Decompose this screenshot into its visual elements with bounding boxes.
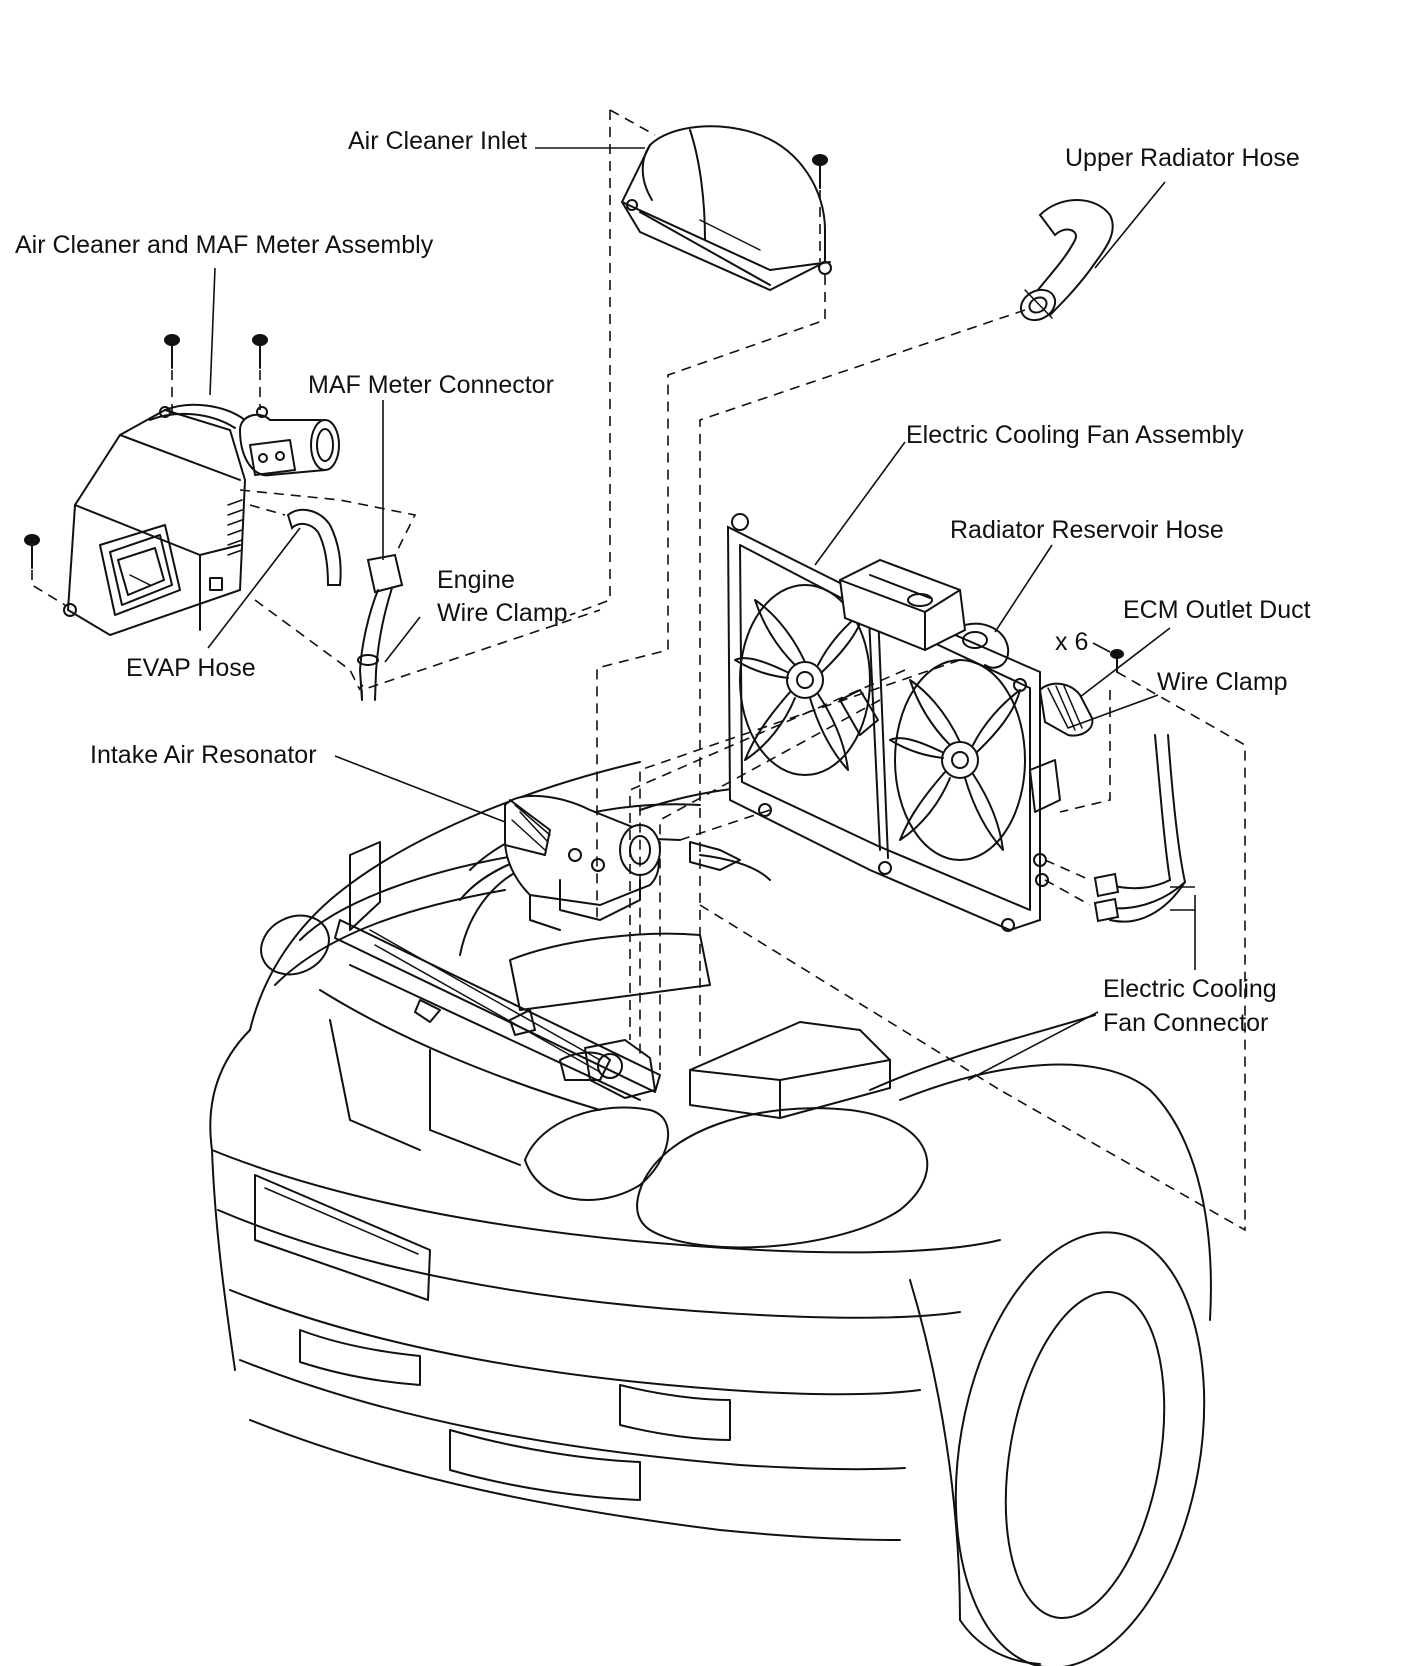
car-front-body: [209, 761, 1212, 1666]
maf-connector-harness-part: [357, 553, 404, 701]
bolt-icon: [24, 534, 40, 569]
label-maf-meter-connector: MAF Meter Connector: [308, 371, 554, 399]
bolt-icon: [812, 154, 828, 189]
label-upper-radiator-hose: Upper Radiator Hose: [1065, 144, 1300, 172]
label-air-cleaner-inlet: Air Cleaner Inlet: [348, 127, 527, 155]
air-cleaner-maf-assembly-part: [63, 403, 340, 637]
air-cleaner-inlet-part: [620, 125, 832, 292]
label-wire-clamp: Wire Clamp: [1157, 668, 1288, 696]
label-air-cleaner-maf-assembly: Air Cleaner and MAF Meter Assembly: [15, 231, 434, 259]
label-intake-air-resonator: Intake Air Resonator: [90, 741, 317, 769]
label-radiator-reservoir-hose: Radiator Reservoir Hose: [950, 516, 1224, 544]
labels: Air Cleaner Inlet Upper Radiator Hose Ai…: [15, 127, 1311, 1037]
bolt-icon: [1110, 649, 1124, 673]
bolts-air-cleaner: [24, 154, 1124, 673]
ecm-outlet-duct-part: [1013, 678, 1094, 737]
intake-air-resonator-part: [504, 794, 661, 931]
label-electric-cooling-fan-connector-line1: Electric Cooling: [1103, 975, 1277, 1003]
label-engine-wire-clamp-line2: Wire Clamp: [437, 599, 568, 627]
label-quantity-x6: x 6: [1055, 628, 1088, 656]
upper-radiator-hose-part: [1019, 199, 1114, 322]
evap-hose-part: [286, 508, 342, 586]
label-electric-cooling-fan-assembly: Electric Cooling Fan Assembly: [906, 421, 1244, 449]
cooling-fan-connector-part: [1033, 734, 1186, 923]
bolt-icon: [252, 334, 268, 369]
label-evap-hose: EVAP Hose: [126, 654, 256, 682]
bolt-icon: [164, 334, 180, 369]
assembly-dash-lines: [31, 109, 1246, 1232]
electric-cooling-fan-assembly-part: [726, 513, 1061, 932]
leader-lines: [207, 147, 1196, 1081]
label-engine-wire-clamp-line1: Engine: [437, 566, 515, 594]
label-electric-cooling-fan-connector-line2: Fan Connector: [1103, 1009, 1268, 1037]
label-ecm-outlet-duct: ECM Outlet Duct: [1123, 596, 1311, 624]
